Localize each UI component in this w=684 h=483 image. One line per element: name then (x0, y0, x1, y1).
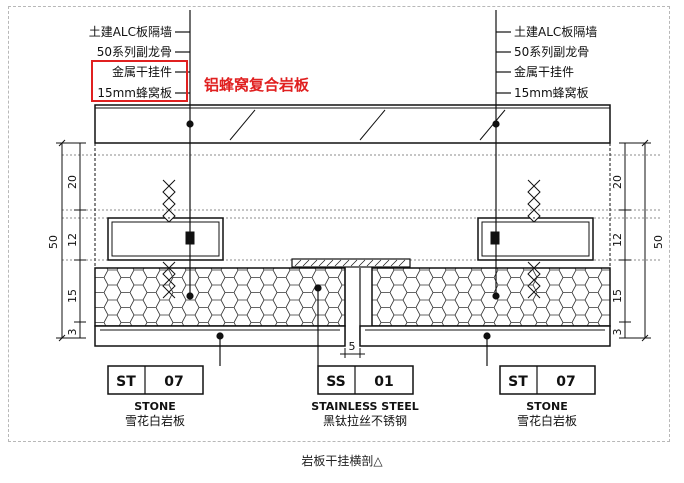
tag-material-cn: 雪花白岩板 (125, 413, 185, 428)
highlight-label: 铝蜂窝复合岩板 (204, 76, 310, 94)
dim-c-right: 15 (611, 289, 624, 303)
dim-b-right: 12 (611, 233, 624, 247)
tag-number: 07 (164, 374, 183, 390)
highlight-box (91, 60, 188, 102)
dimension-left (56, 139, 86, 342)
dimension-gap (340, 348, 365, 358)
callout-right-1: 土建ALC板隔墙 (514, 25, 597, 39)
tag-stone-left: ST 07 STONE 雪花白岩板 (107, 365, 204, 428)
dim-a-right: 20 (611, 175, 624, 189)
callout-left-2: 50系列副龙骨 (97, 45, 172, 59)
callout-left-1: 土建ALC板隔墙 (89, 25, 172, 39)
callout-left-3: 金属干挂件 (112, 64, 172, 79)
honeycomb-panel-left (94, 267, 346, 327)
tag-number: 07 (556, 374, 575, 390)
callout-left-4: 15mm蜂窝板 (97, 85, 172, 100)
tag-material-cn: 黑钛拉丝不锈钢 (323, 413, 407, 428)
dim-gap: 5 (349, 340, 356, 353)
alc-wall-board (94, 104, 611, 144)
dim-d-right: 3 (611, 329, 624, 336)
dim-b-left: 12 (66, 233, 79, 247)
callout-right-3: 金属干挂件 (514, 64, 574, 79)
tag-material-cn: 雪花白岩板 (517, 413, 577, 428)
layer-lines (62, 143, 660, 345)
dim-total-left: 50 (47, 235, 60, 249)
drawing-frame (8, 6, 670, 442)
dimension-right (619, 139, 651, 342)
tag-material: STONE (134, 400, 176, 413)
dim-d-left: 3 (66, 329, 79, 336)
callout-right-2: 50系列副龙骨 (514, 45, 589, 59)
drawing-caption: 岩板干挂横剖△ (301, 454, 383, 468)
tag-stainless-steel: SS 01 STAINLESS STEEL 黑钛拉丝不锈钢 (311, 365, 419, 428)
tag-code: SS (326, 374, 346, 390)
dim-a-left: 20 (66, 175, 79, 189)
dim-c-left: 15 (66, 289, 79, 303)
tag-code: ST (116, 374, 136, 390)
tag-number: 01 (374, 374, 393, 390)
dim-total-right: 50 (652, 235, 665, 249)
tag-material: STONE (526, 400, 568, 413)
left-sub-keel (107, 217, 224, 261)
leader-lines (175, 10, 511, 366)
honeycomb-panel-right (371, 267, 611, 327)
tag-stone-right: ST 07 STONE 雪花白岩板 (499, 365, 596, 428)
tag-material: STAINLESS STEEL (311, 400, 419, 413)
callout-right-4: 15mm蜂窝板 (514, 85, 589, 100)
tag-code: ST (508, 374, 528, 390)
